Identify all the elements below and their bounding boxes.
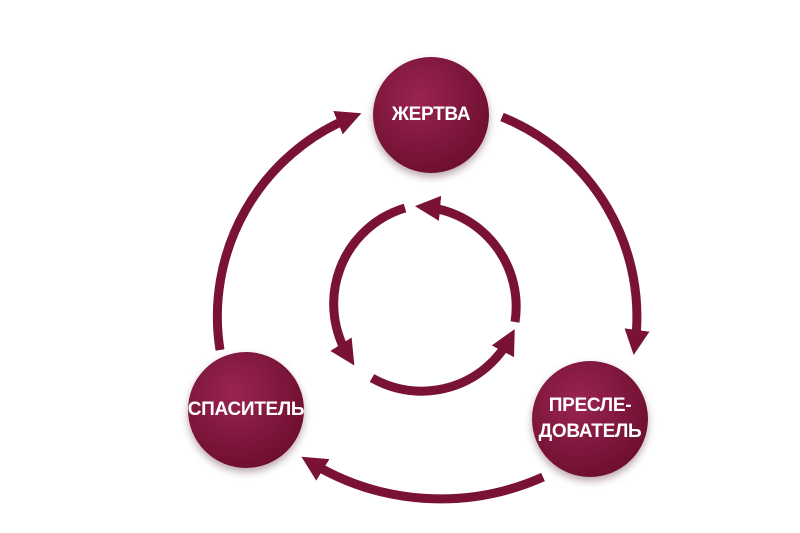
node-persecutor-label: ПРЕСЛЕ- ДОВАТЕЛЬ xyxy=(539,393,642,445)
node-victim-label: ЖЕРТВА xyxy=(391,104,471,125)
outer-arrow-rescuer-to-victim xyxy=(212,110,362,351)
inner-arrow-top-to-right xyxy=(414,195,521,323)
node-rescuer-label: СПАСИТЕЛЬ xyxy=(187,399,305,420)
node-persecutor-label-line1: ПРЕСЛЕ- xyxy=(548,395,632,416)
inner-arrow-left-to-top-return xyxy=(329,203,407,366)
node-rescuer: СПАСИТЕЛЬ xyxy=(187,352,305,468)
outer-arrow-victim-to-persecutor xyxy=(500,112,650,355)
outer-arrow-persecutor-to-rescuer xyxy=(301,456,545,504)
node-persecutor-label-line2: ДОВАТЕЛЬ xyxy=(538,421,642,442)
node-victim: ЖЕРТВА xyxy=(373,57,489,173)
inner-arrow-bottom xyxy=(369,329,515,396)
node-persecutor: ПРЕСЛЕ- ДОВАТЕЛЬ xyxy=(532,361,648,477)
